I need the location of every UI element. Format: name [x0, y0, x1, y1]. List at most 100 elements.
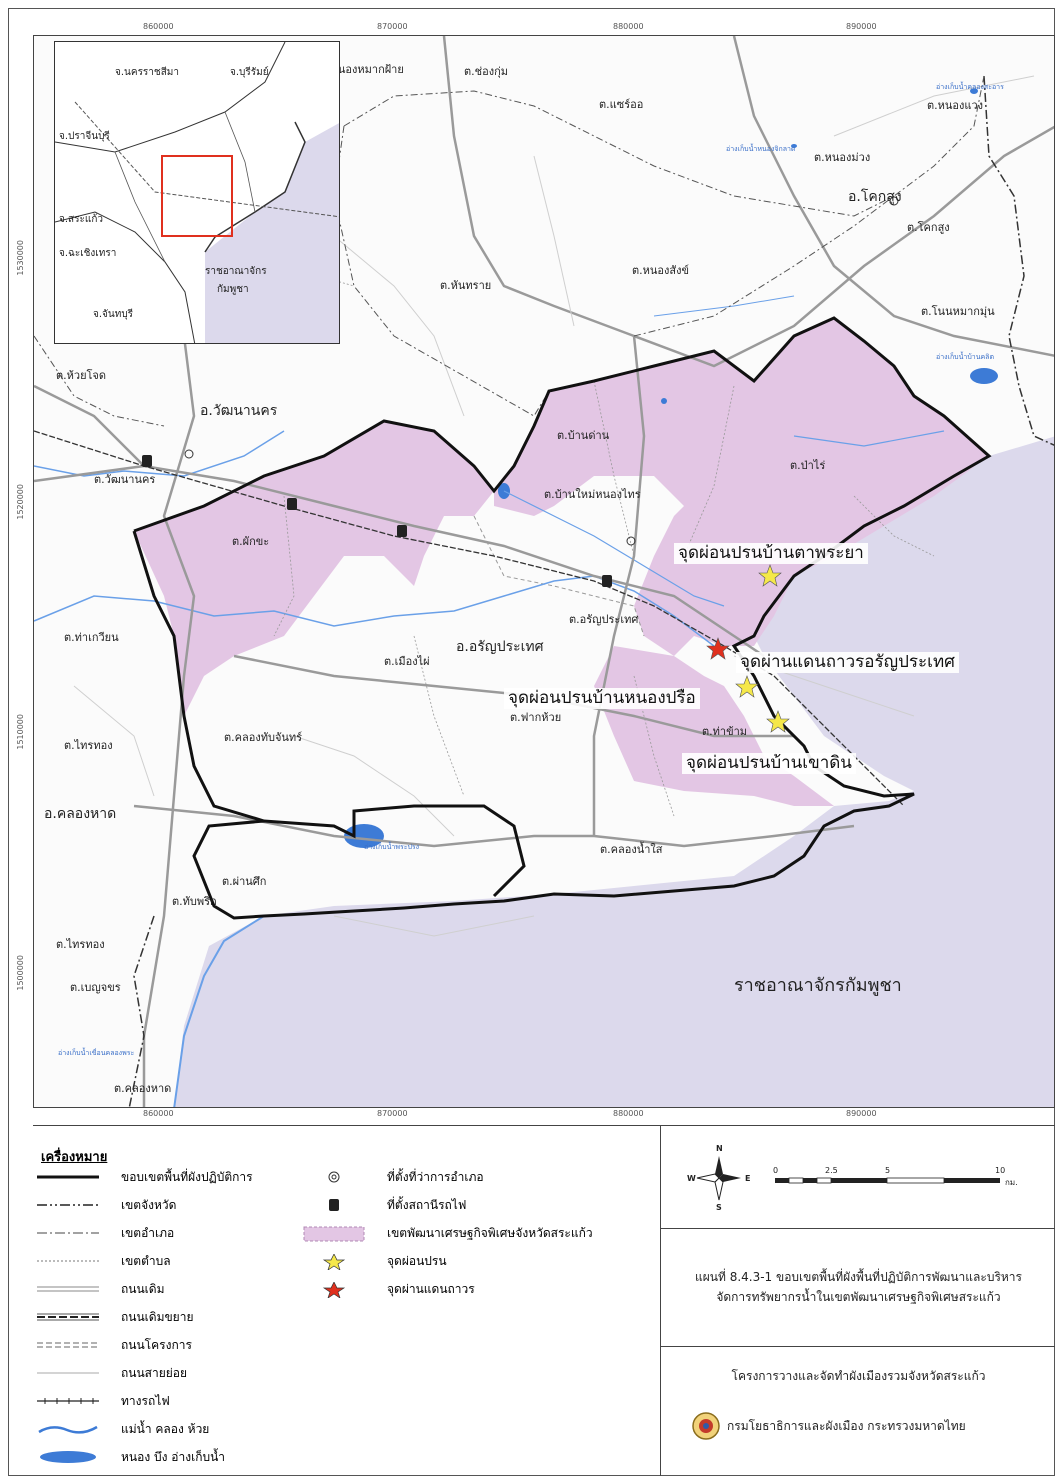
callout-nong-prue: จุดผ่อนปรนบ้านหนองปรือ: [504, 688, 700, 709]
district-label: อ.โคกสูง: [848, 189, 902, 205]
scale-tick: 0: [773, 1166, 779, 1175]
reservoir-label: อ่างเก็บน้ำเขื่อนคลองพระ: [58, 1049, 135, 1057]
coord-left: 1500000: [16, 955, 25, 991]
info-panel: N S E W 0 2.5 5 10 กม. แผนที่ 8.4.3-1 ขอ…: [660, 1125, 1055, 1476]
legend-item: ทางรถไฟ: [37, 1393, 170, 1408]
place-label: ต.ฟากห้วย: [510, 711, 562, 724]
province-boundary: [983, 75, 1054, 446]
district-label: อ.วัฒนานคร: [200, 403, 278, 419]
reservoir: [970, 368, 998, 384]
place-label: ต.แซร์ออ: [599, 98, 644, 111]
coord-top: 880000: [613, 22, 644, 31]
country-label: ราชอาณาจักรกัมพูชา: [734, 975, 902, 996]
legend: เครื่องหมาย ขอบเขตพื้นที่ผังปฏิบัติการ เ…: [33, 1125, 660, 1476]
east-label: E: [745, 1174, 751, 1183]
inset-label: จ.นครราชสีมา: [115, 67, 180, 78]
legend-item: ที่ตั้งที่ว่าการอำเภอ: [303, 1166, 484, 1188]
place-label: ต.บ้านด่าน: [557, 429, 610, 442]
coord-bottom: 870000: [377, 1109, 408, 1118]
north-arrow-icon: [696, 1156, 1000, 1201]
inset-canvas: [55, 42, 339, 343]
reservoir: [661, 398, 667, 404]
legend-item: ถนนสายย่อย: [37, 1365, 188, 1380]
place-label: ต.โคกสูง: [907, 221, 950, 234]
legend-item: เขตตำบล: [37, 1253, 171, 1268]
road: [34, 384, 145, 467]
reservoir: [791, 144, 797, 148]
river: [653, 295, 795, 317]
reservoir-label: อ่างเก็บน้ำคลองสะอาร: [936, 83, 1004, 91]
place-label: ต.บ้านใหม่หนองไทร: [544, 488, 641, 501]
relaxed-crossing-star: [735, 675, 759, 698]
scale-section: N S E W 0 2.5 5 10 กม.: [661, 1126, 1055, 1229]
legend-item: เขตจังหวัด: [37, 1197, 177, 1212]
district-label: อ.คลองหาด: [44, 806, 117, 822]
coord-bottom: 880000: [613, 1109, 644, 1118]
agency-seal-icon: [692, 1412, 720, 1440]
inset-label: จ.บุรีรัมย์: [230, 67, 269, 78]
district-office-icon: [626, 536, 636, 546]
minor-road: [833, 75, 1035, 137]
road: [732, 36, 1054, 357]
main-map[interactable]: ต.ห้วยโจด ต.วัฒนานคร ต.ผักขะ ต.ท่าเกวียน…: [33, 35, 1055, 1108]
callout-khao-din: จุดผ่อนปรนบ้านเขาดิน: [682, 753, 856, 774]
relaxed-crossing-star: [766, 710, 790, 733]
river: [173, 915, 265, 1107]
minor-road: [333, 915, 535, 937]
railway: [34, 430, 905, 807]
minor-road: [533, 155, 575, 327]
road: [142, 335, 196, 1107]
place-label: ต.โนนหมากมุ่น: [921, 305, 995, 318]
place-label: ต.ไทรทอง: [64, 739, 113, 752]
inset-label: จ.ฉะเชิงเทรา: [59, 248, 117, 259]
permanent-crossing-star: [706, 637, 730, 660]
place-label: ต.เมืองไผ่: [384, 655, 430, 668]
road: [442, 36, 1054, 368]
reservoir-label: อ่างเก็บน้ำพระปรง: [364, 843, 420, 851]
inset-label: จ.ปราจีนบุรี: [59, 131, 110, 142]
inset-focus-box: [161, 155, 233, 237]
coord-left: 1520000: [16, 484, 25, 520]
place-label: ต.คลองทับจันทร์: [224, 731, 303, 744]
sez-outline: [473, 515, 645, 637]
place-label: ต.หนองหมากฝ้าย: [320, 63, 404, 76]
railway-station-icon: [142, 455, 612, 587]
district-boundary: [343, 90, 895, 217]
map-caption-line2: จัดการทรัพยากรน้ำในเขตพัฒนาเศรษฐกิจพิเศษ…: [716, 1289, 1001, 1304]
coord-left: 1510000: [16, 714, 25, 750]
district-boundary: [333, 125, 550, 417]
reservoir-label: อ่างเก็บน้ำบ้านคลิต: [936, 353, 995, 361]
callout-permanent-crossing: จุดผ่านแดนถาวรอรัญประเทศ: [736, 652, 959, 673]
subdistrict-boundary: [593, 380, 635, 557]
inset-label: จ.สระแก้ว: [59, 214, 103, 225]
coord-bottom: 890000: [846, 1109, 877, 1118]
scale-tick: 10: [995, 1166, 1006, 1175]
reservoir: [970, 88, 978, 94]
district-office-icon: [184, 449, 194, 459]
place-label: ต.ทับพริก: [172, 895, 217, 908]
inset-map: จ.นครราชสีมา จ.บุรีรัมย์ จ.ปราจีนบุรี จ.…: [54, 41, 340, 344]
north-label: N: [716, 1144, 723, 1153]
agency-name: กรมโยธาธิการและผังเมือง กระทรวงมหาดไทย: [727, 1419, 966, 1433]
subdistrict-boundary: [683, 385, 735, 557]
place-label: ต.คลองหาด: [114, 1082, 172, 1095]
district-office-icon: [889, 196, 899, 206]
west-label: W: [687, 1174, 696, 1183]
credits-section: โครงการวางและจัดทำผังเมืองรวมจังหวัดสระแ…: [661, 1347, 1055, 1477]
inset-cambodia: [205, 123, 339, 343]
place-label: ต.หันทราย: [440, 279, 492, 292]
place-label: ต.อรัญประเทศ: [569, 613, 639, 626]
coord-bottom: 860000: [143, 1109, 174, 1118]
scale-unit: กม.: [1005, 1178, 1018, 1187]
scale-tick: 2.5: [825, 1166, 838, 1175]
legend-item: จุดผ่อนปรน: [303, 1250, 447, 1272]
sez-zone-west: [134, 421, 494, 716]
place-label: ต.หนองม่วง: [814, 151, 871, 164]
coord-left: 1530000: [16, 240, 25, 276]
legend-item: จุดผ่านแดนถาวร: [303, 1278, 475, 1300]
coord-top: 890000: [846, 22, 877, 31]
legend-title: เครื่องหมาย: [41, 1150, 108, 1165]
map-caption-line1: แผนที่ 8.4.3-1 ขอบเขตพื้นที่ผังพื้นที่ปฏ…: [695, 1270, 1022, 1285]
relaxed-crossing-star: [758, 564, 782, 587]
inset-label: กัมพูชา: [217, 284, 249, 295]
